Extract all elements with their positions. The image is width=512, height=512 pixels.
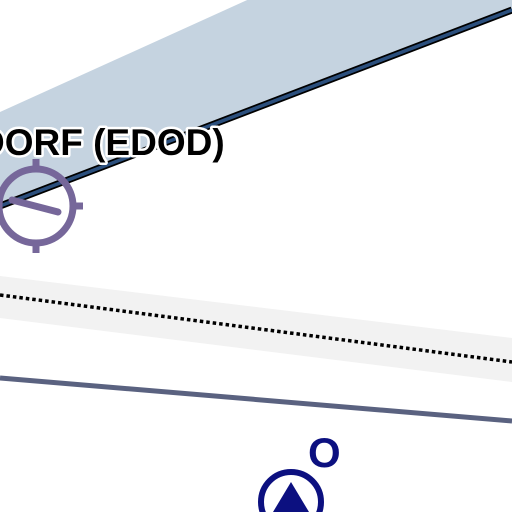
navaid-label: O — [308, 429, 341, 476]
boundary-dotted-line — [0, 293, 512, 364]
airway-centerline — [0, 8, 512, 208]
airfield-label: DORF (EDOD) — [0, 122, 225, 163]
road-line — [0, 375, 512, 424]
boundary-band — [0, 276, 512, 382]
airfield-icon[interactable] — [0, 159, 83, 253]
navaid-triangle-icon[interactable] — [258, 469, 324, 512]
